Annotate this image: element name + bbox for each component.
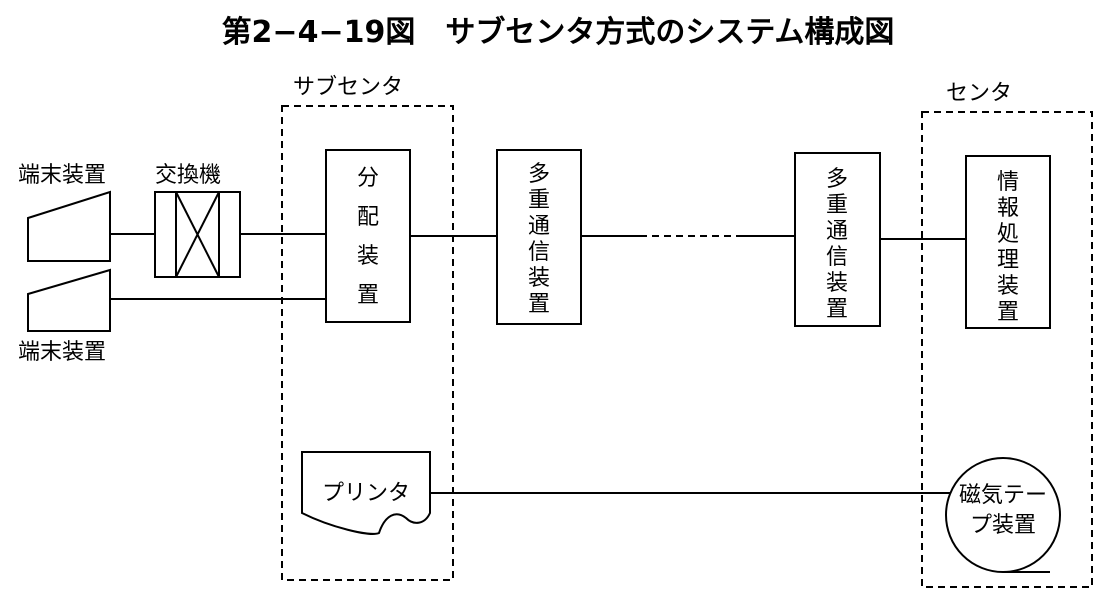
info-processor-box <box>965 155 1051 329</box>
terminal-top-label: 端末装置 <box>18 163 106 188</box>
distributor-label: 分配装置 <box>357 166 379 308</box>
mux-subcenter-box <box>496 149 582 325</box>
tape-label-line1: 磁気テー <box>959 483 1047 508</box>
distributor-box <box>325 149 411 323</box>
terminal-top-icon <box>27 190 111 262</box>
mux-center-label: 多重通信装置 <box>826 167 848 322</box>
mux-subcenter-label: 多重通信装置 <box>528 162 550 317</box>
info-processor-label: 情報処理装置 <box>997 170 1019 325</box>
subcenter-label: サブセンタ <box>293 75 403 100</box>
exchange-switch-icon <box>154 191 241 278</box>
diagram-title: 第2−4−19図 サブセンタ方式のシステム構成図 <box>222 15 895 50</box>
terminal-bottom-label: 端末装置 <box>18 340 106 365</box>
center-frame <box>921 111 1093 588</box>
printer-label: プリンタ <box>322 481 410 506</box>
center-label: センタ <box>946 81 1012 106</box>
terminal-bottom-icon <box>27 268 111 332</box>
exchange-label: 交換機 <box>155 163 221 188</box>
subcenter-frame <box>281 105 454 581</box>
mux-center-box <box>794 152 881 327</box>
tape-label-line2: プ装置 <box>970 513 1036 538</box>
printer-icon <box>301 451 431 535</box>
